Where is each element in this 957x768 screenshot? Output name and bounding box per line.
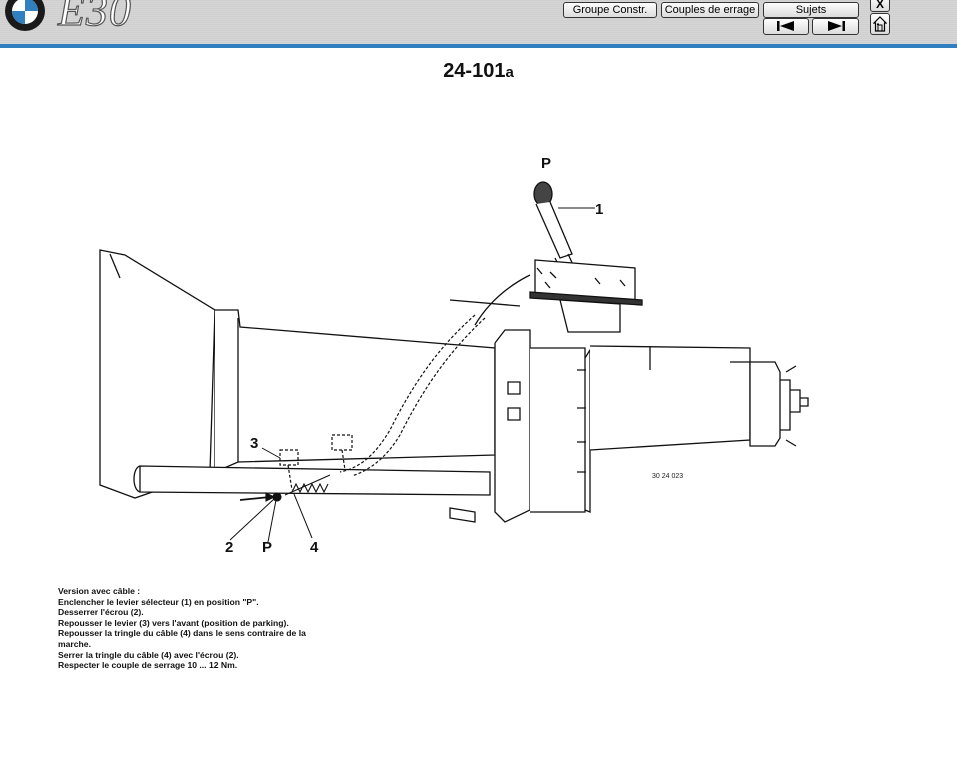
- page-number: 24-101a: [0, 60, 957, 83]
- callout-4: 4: [310, 539, 319, 556]
- next-page-icon: [827, 21, 845, 31]
- page-number-main: 24-101: [443, 60, 506, 82]
- instruction-line: Version avec câble :: [58, 586, 141, 596]
- callout-3: 3: [250, 435, 258, 452]
- instruction-line: Repousser le levier (3) vers l'avant (po…: [58, 617, 289, 628]
- home-button[interactable]: [870, 13, 890, 35]
- transmission-diagram: P 1 3 2 P 4 30 24 023: [99, 155, 809, 556]
- instruction-line: Respecter le couple de serrage 10 ... 12…: [58, 660, 238, 671]
- close-button[interactable]: X: [870, 0, 890, 12]
- toolbar: E30 Groupe Constr. Couples de errage Suj…: [0, 0, 957, 48]
- instruction-line: Repousser la tringle du câble (4) dans l…: [58, 628, 306, 649]
- callout-p-bottom: P: [262, 539, 272, 556]
- first-page-button[interactable]: [763, 18, 809, 35]
- instruction-line: Serrer la tringle du câble (4) avec l'éc…: [58, 649, 239, 660]
- next-page-button[interactable]: [812, 18, 859, 35]
- instruction-line: Desserrer l'écrou (2).: [58, 607, 144, 618]
- instruction-line: Enclencher le levier sélecteur (1) en po…: [58, 596, 259, 607]
- sujets-button[interactable]: Sujets: [763, 2, 859, 18]
- reference-code: 30 24 023: [652, 473, 683, 480]
- callout-p-top: P: [541, 155, 551, 172]
- instructions: Version avec câble : Enclencher le levie…: [58, 586, 328, 671]
- first-page-icon: [777, 21, 794, 31]
- callout-1: 1: [595, 201, 603, 218]
- groupe-constr-button[interactable]: Groupe Constr.: [563, 2, 657, 18]
- home-icon: [872, 16, 888, 32]
- page-number-suffix: a: [505, 64, 514, 81]
- callout-2: 2: [225, 539, 233, 556]
- couples-de-serrage-button[interactable]: Couples de errage: [661, 2, 759, 18]
- model-title: E30: [57, 0, 132, 36]
- bmw-logo-icon: [5, 0, 45, 31]
- close-icon: X: [875, 0, 884, 11]
